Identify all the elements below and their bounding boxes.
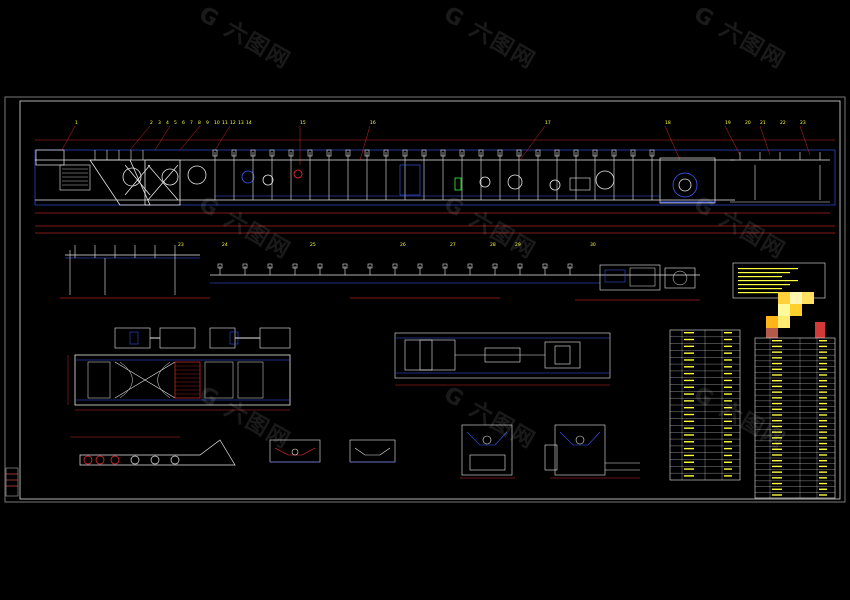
balloon-number: 26 [400, 242, 406, 248]
section-view-1 [269, 439, 321, 463]
balloon-number: 27 [450, 242, 456, 248]
parts-list-table-right [754, 337, 836, 499]
balloon-number: 25 [310, 242, 316, 248]
secondary-elevation-view: 23 24 25 26 27 28 29 30 [60, 242, 700, 301]
balloon-number: 2 [150, 120, 153, 126]
balloon-number: 13 [238, 120, 244, 126]
balloon-number: 3 [158, 120, 161, 126]
balloon-number: 8 [198, 120, 201, 126]
drawing-frame-outer [4, 96, 846, 503]
balloon-number: 14 [246, 120, 252, 126]
belt-path-diagram [70, 436, 236, 466]
plan-view [67, 327, 291, 411]
balloon-number: 22 [780, 120, 786, 126]
balloon-number: 11 [222, 120, 228, 126]
drive-unit [599, 264, 661, 291]
balloon-number: 4 [166, 120, 169, 126]
side-view-2 [544, 424, 640, 479]
balloon-number: 30 [590, 242, 596, 248]
balloon-number: 1 [75, 120, 78, 126]
balloon-number: 12 [230, 120, 236, 126]
parts-list-table-left [669, 329, 741, 481]
balloon-number: 18 [665, 120, 671, 126]
balloon-number: 7 [190, 120, 193, 126]
balloon-number: 6 [182, 120, 185, 126]
balloon-number: 15 [300, 120, 306, 126]
balloon-number: 28 [490, 242, 496, 248]
section-a-view [394, 332, 611, 386]
balloon-number: 19 [725, 120, 731, 126]
color-swatch-icon [766, 292, 825, 338]
balloon-number: 20 [745, 120, 751, 126]
drawing-frame-inner [19, 100, 841, 500]
section-view-2 [349, 439, 396, 463]
balloon-number: 9 [206, 120, 209, 126]
balloon-number: 10 [214, 120, 220, 126]
left-margin-marks [5, 467, 19, 497]
balloon-number: 21 [760, 120, 766, 126]
balloon-number: 23 [800, 120, 806, 126]
balloon-number: 24 [222, 242, 228, 248]
feed-station [35, 149, 65, 166]
side-view-1 [460, 424, 515, 479]
balloon-number: 16 [370, 120, 376, 126]
tail-station [659, 157, 716, 204]
balloon-number: 17 [545, 120, 551, 126]
balloon-number: 5 [174, 120, 177, 126]
balloon-number: 23 [178, 242, 184, 248]
head-drive-truss [89, 159, 181, 206]
balloon-number: 29 [515, 242, 521, 248]
